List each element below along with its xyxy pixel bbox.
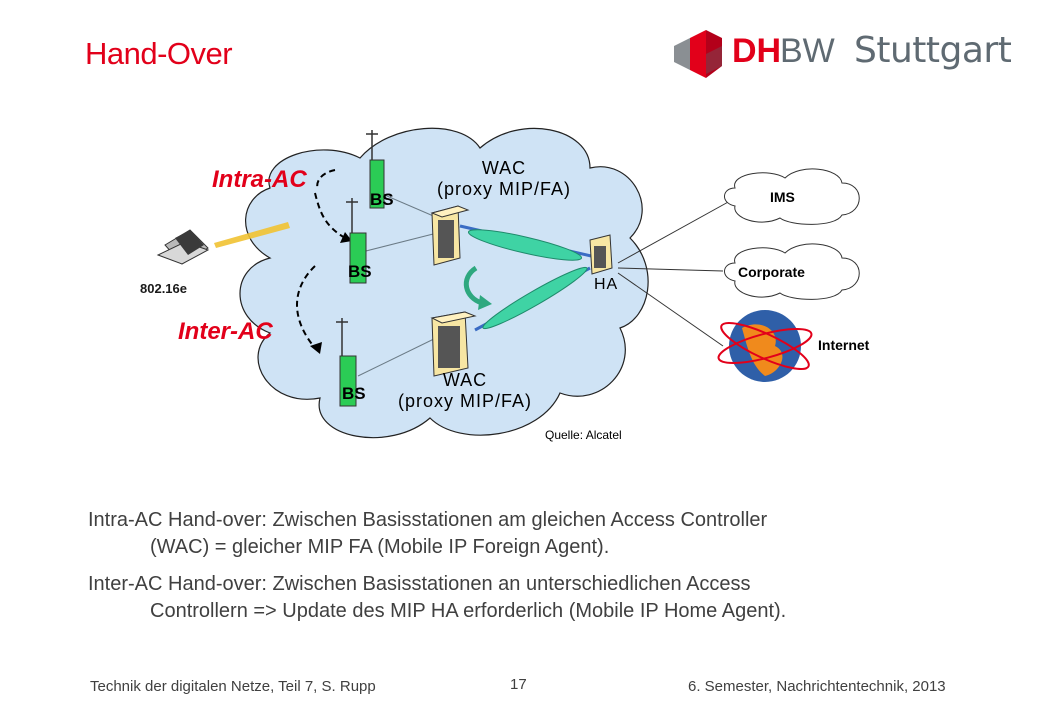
logo-text-bw: BW <box>780 32 835 70</box>
intra-ac-label: Intra-AC <box>212 166 307 193</box>
ha-label: HA <box>594 276 619 293</box>
laptop-label: 802.16e <box>140 281 187 296</box>
dhbw-logo-icon <box>674 30 722 78</box>
diagram-graphics <box>156 127 860 439</box>
bs-tower-top <box>366 130 385 209</box>
p2-line2: Controllern => Update des MIP HA erforde… <box>150 600 787 622</box>
wac-top-label: WAC (proxy MIP/FA) <box>424 158 584 200</box>
internet-label: Internet <box>818 337 870 353</box>
bs-tower-bottom <box>336 318 357 407</box>
bs-label-top: BS <box>370 190 394 209</box>
bs-label-middle: BS <box>348 262 372 281</box>
source-label: Quelle: Alcatel <box>545 428 622 442</box>
p2-line1: Inter-AC Hand-over: Zwischen Basisstatio… <box>88 573 751 595</box>
ims-label: IMS <box>770 189 795 205</box>
handover-diagram: Intra-AC Inter-AC WAC (proxy MIP/FA) WAC… <box>120 118 910 468</box>
bs-tower-middle <box>346 198 367 284</box>
p1-line1: Intra-AC Hand-over: Zwischen Basisstatio… <box>88 509 768 531</box>
wac-server-bottom <box>430 311 477 377</box>
inter-ac-label: Inter-AC <box>178 318 273 345</box>
wac-top-line2: (proxy MIP/FA) <box>436 179 571 199</box>
dhbw-logo: DH BW Stuttgart <box>672 26 1012 86</box>
logo-text-city: Stuttgart <box>854 30 1012 71</box>
page-title: Hand-Over <box>85 36 233 71</box>
corporate-label: Corporate <box>738 264 805 280</box>
footer-right: 6. Semester, Nachrichtentechnik, 2013 <box>688 678 946 695</box>
wac-bottom-label: WAC (proxy MIP/FA) <box>385 370 545 412</box>
footer-page-number: 17 <box>510 676 527 693</box>
bs-label-bottom: BS <box>342 384 366 403</box>
wac-top-line1: WAC <box>481 158 527 178</box>
wac-server-top <box>430 205 470 266</box>
p1-line2: (WAC) = gleicher MIP FA (Mobile IP Forei… <box>150 536 610 558</box>
footer-left: Technik der digitalen Netze, Teil 7, S. … <box>90 678 376 695</box>
ha-server <box>589 234 613 275</box>
wac-bottom-line1: WAC <box>442 370 488 390</box>
body-paragraph-2: Inter-AC Hand-over: Zwischen Basisstatio… <box>88 571 988 625</box>
wac-bottom-line2: (proxy MIP/FA) <box>397 391 532 411</box>
logo-text-dh: DH <box>732 32 782 70</box>
body-paragraph-1: Intra-AC Hand-over: Zwischen Basisstatio… <box>88 507 988 561</box>
